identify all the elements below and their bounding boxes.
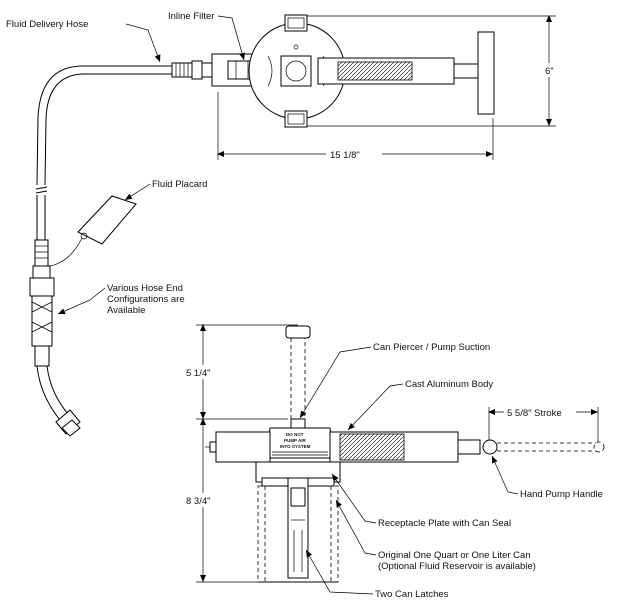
label-fluid-placard: Fluid Placard (152, 179, 207, 190)
dimension-6in: 6" (307, 15, 562, 127)
dimension-15-1-8in: 15 1/8" (217, 92, 494, 161)
dimension-stroke: 5 5/8" Stroke (488, 405, 599, 442)
label-hose-end-line1: Various Hose End (107, 283, 183, 294)
dimension-height-top: 6" (545, 66, 554, 77)
hose-end (29, 239, 81, 437)
label-two-can-latches: Two Can Latches (375, 589, 449, 600)
label-cast-aluminum-body: Cast Aluminum Body (405, 379, 493, 390)
label-original-can-line2: (Optional Fluid Reservoir is available) (378, 561, 536, 572)
fluid-placard: Fluid Placard (49, 179, 207, 267)
dimension-length-top: 15 1/8" (330, 150, 360, 161)
side-view: DO NOT PUMP AIR INTO SYSTEM (205, 325, 605, 583)
label-fluid-delivery-hose: Fluid Delivery Hose (6, 19, 88, 30)
plate-text-line2: PUMP AIR (284, 438, 307, 443)
pump-head-top (248, 14, 346, 128)
dimension-upper-height: 5 1/4" (186, 368, 211, 379)
label-can-piercer: Can Piercer / Pump Suction (373, 342, 490, 353)
plate-text-line3: INTO SYSTEM (280, 444, 311, 449)
label-receptacle-plate: Receptacle Plate with Can Seal (378, 518, 511, 529)
plate-text-line1: DO NOT (286, 432, 304, 437)
label-original-can-line1: Original One Quart or One Liter Can (378, 550, 531, 561)
top-view: 6" 15 1/8" Fluid Delivery Hose Inline Fi… (6, 11, 562, 240)
label-hand-pump-handle: Hand Pump Handle (520, 489, 603, 500)
dimension-stroke-text: 5 5/8" Stroke (507, 408, 562, 419)
dimension-5-1-4in: 5 1/4" (184, 324, 298, 420)
dimension-8-3-4in: 8 3/4" (184, 418, 258, 583)
label-hose-end-line2: Configurations are (107, 294, 185, 305)
fluid-delivery-hose (35, 60, 213, 240)
dimension-total-height: 8 3/4" (186, 496, 211, 507)
pump-body-top (317, 31, 495, 115)
label-hose-end-line3: Available (107, 305, 145, 316)
label-inline-filter: Inline Filter (168, 11, 214, 22)
